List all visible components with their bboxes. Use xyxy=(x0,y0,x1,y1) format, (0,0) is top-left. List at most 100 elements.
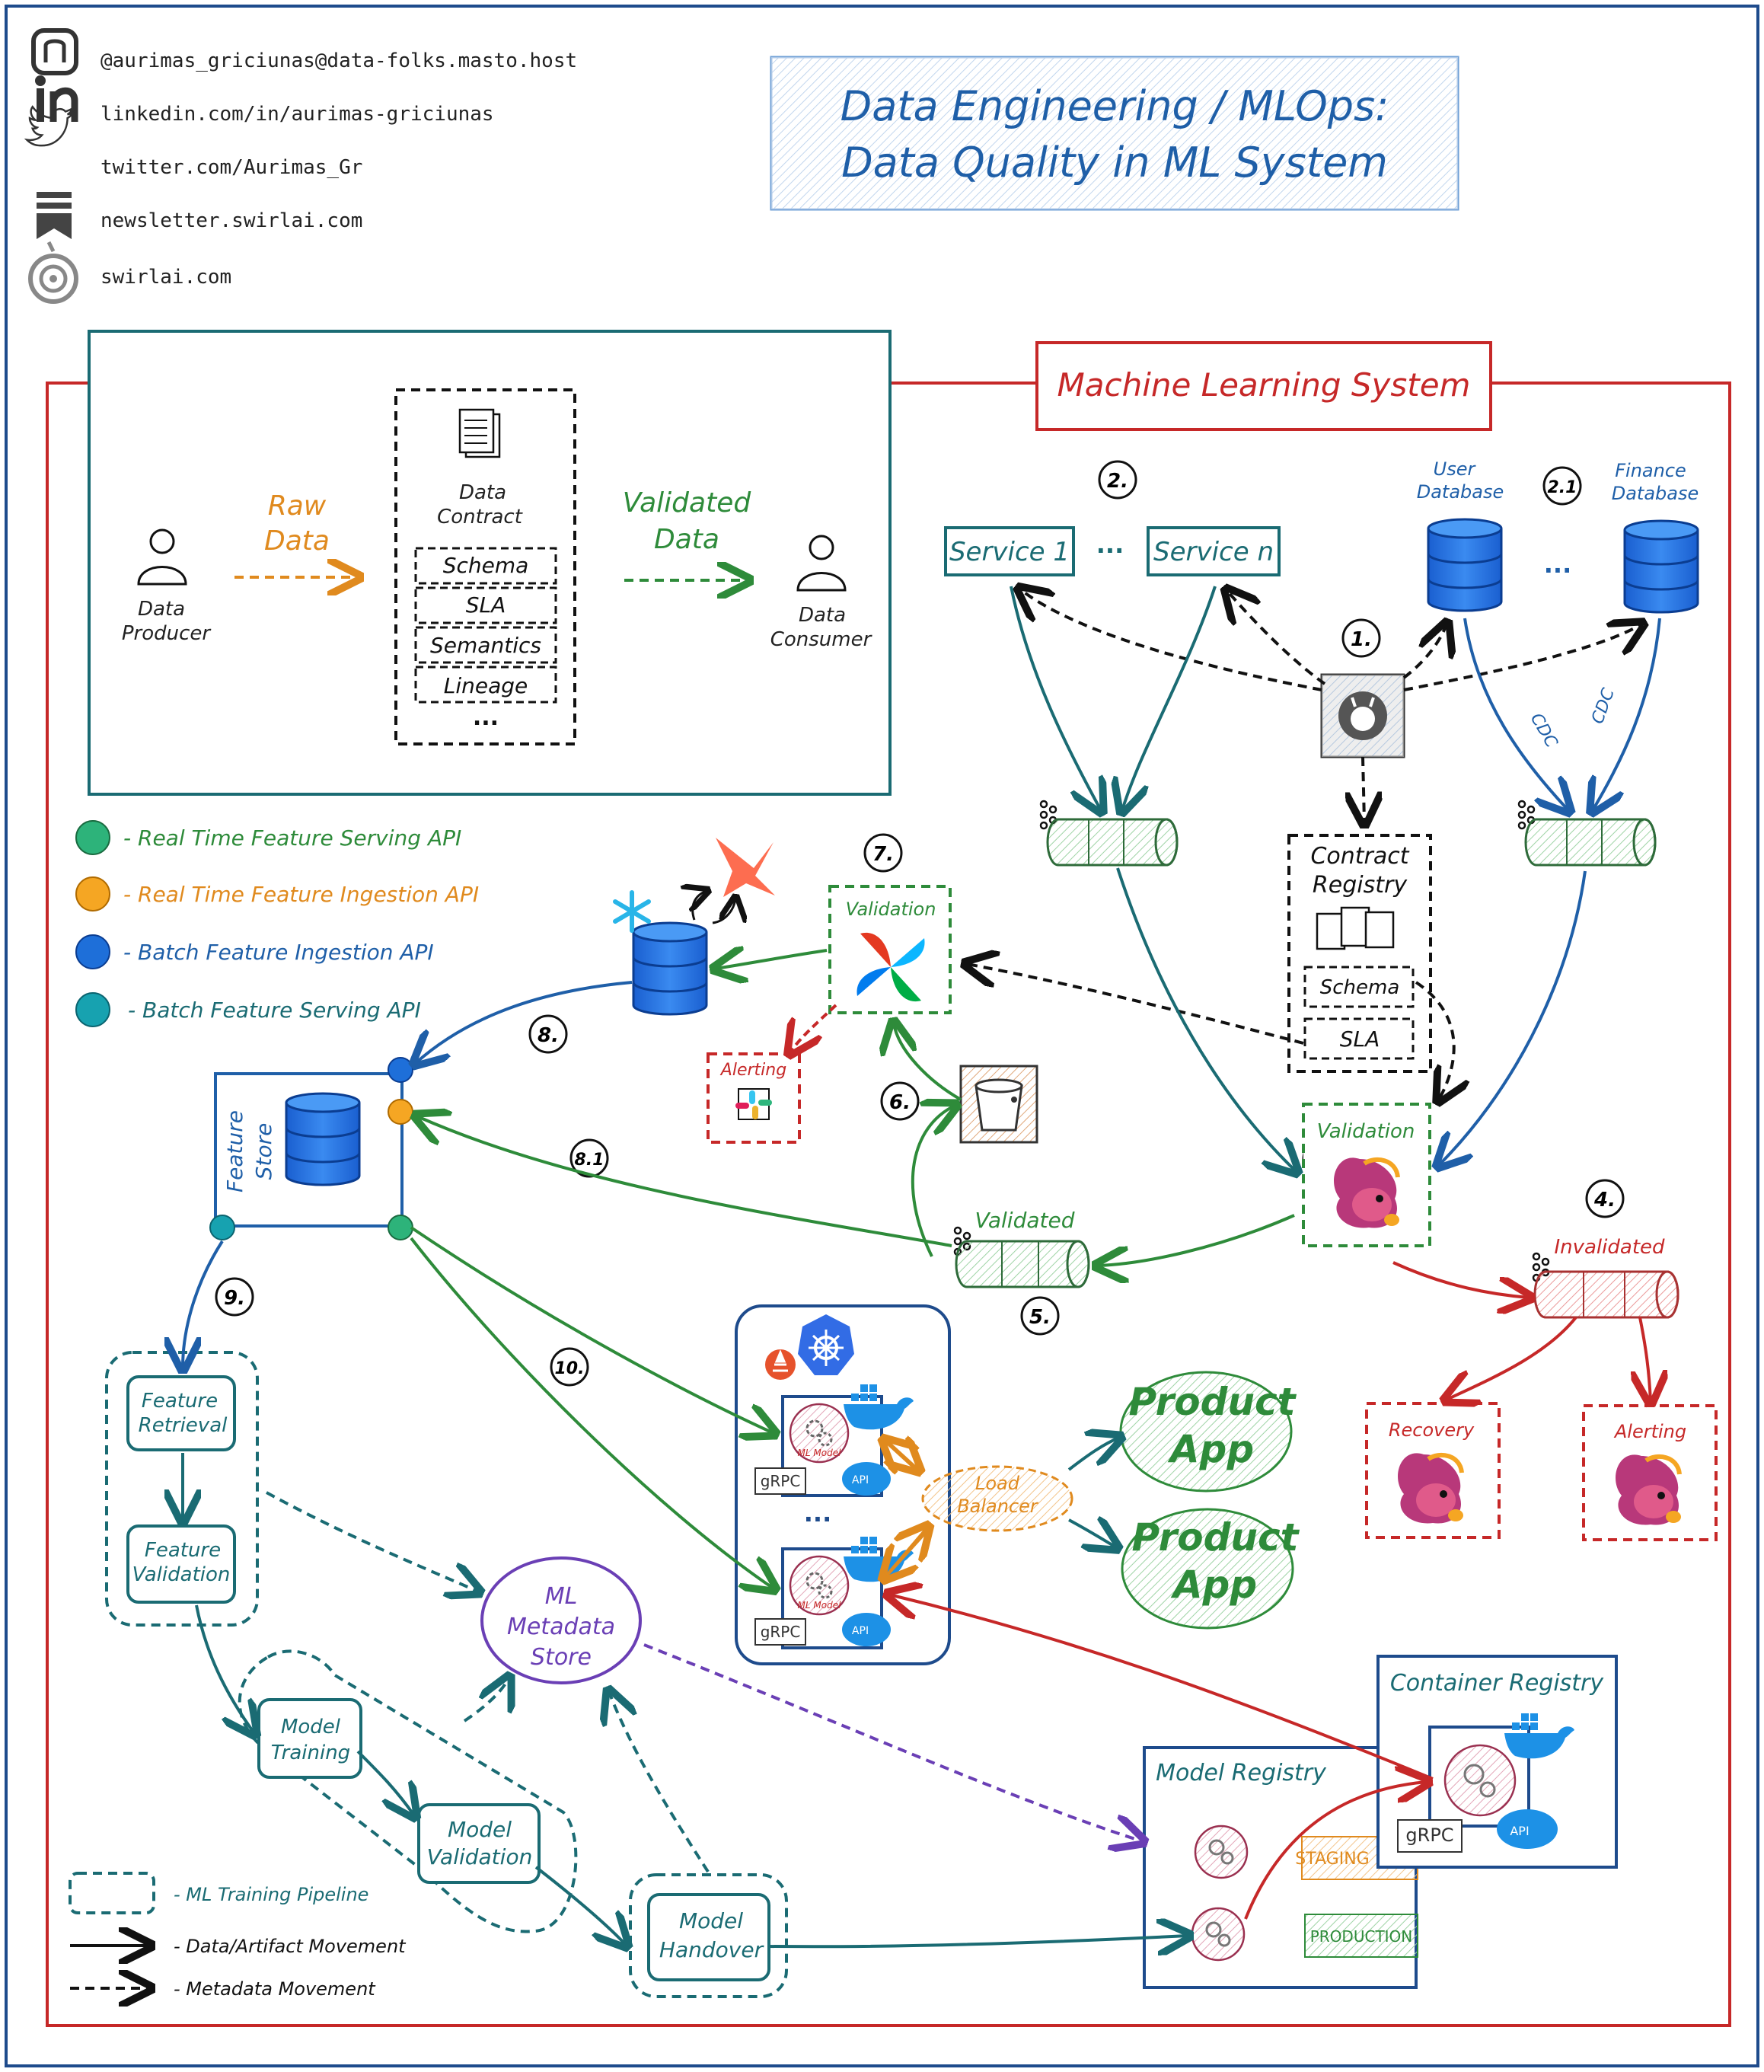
legend-dot-batch-ingestion xyxy=(75,934,110,969)
legend-meta-label: - Metadata Movement xyxy=(174,1978,376,2000)
contract-registry[interactable]: Contract Registry Schema SLA xyxy=(1287,834,1432,1073)
service-1-box[interactable] xyxy=(944,526,1075,576)
load-balancer-label-1: Load xyxy=(975,1473,1020,1494)
replica-ellipsis: ... xyxy=(804,1499,831,1528)
grpc-label-2: gRPC xyxy=(761,1623,801,1641)
legend-pipeline-swatch xyxy=(69,1872,155,1914)
validated-data-label-2: Data xyxy=(654,524,719,555)
feature-retrieval-box[interactable] xyxy=(126,1375,236,1451)
feature-validation-box[interactable] xyxy=(126,1524,236,1604)
legend-data-label: - Data/Artifact Movement xyxy=(174,1936,407,1957)
api-dot-rt-ingestion[interactable] xyxy=(388,1099,413,1125)
kafka-queue-invalidated[interactable]: Invalidated xyxy=(1532,1236,1679,1319)
ml-model-label-1: ML Model xyxy=(798,1448,842,1458)
model-handover-box[interactable] xyxy=(647,1893,770,1981)
social-mastodon-text[interactable]: @aurimas_griciunas@data-folks.masto.host xyxy=(100,49,577,72)
social-linkedin-text[interactable]: linkedin.com/in/aurimas-griciunas xyxy=(100,103,494,126)
feature-retrieval-label-2: Retrieval xyxy=(139,1414,228,1437)
data-contract-panel: Data Producer Raw Data Data Contract Sch… xyxy=(88,330,892,796)
step-8: 8. xyxy=(537,1024,559,1047)
feature-store-db-icon xyxy=(285,1092,361,1186)
api-dot-batch-serving[interactable] xyxy=(209,1215,235,1240)
ml-system-label: Machine Learning System xyxy=(1057,366,1471,404)
social-swirlai-text[interactable]: swirlai.com xyxy=(100,266,231,289)
api-legend: - Real Time Feature Serving API - Real T… xyxy=(75,820,479,1027)
ml-metadata-label-1: ML xyxy=(545,1583,578,1610)
data-contract-box xyxy=(394,388,576,745)
ml-model-label-2: ML Model xyxy=(798,1600,842,1611)
product-app-1-label-2: App xyxy=(1167,1427,1254,1471)
validation-flink[interactable]: Validation xyxy=(1302,1103,1431,1247)
mastodon-icon[interactable] xyxy=(31,28,78,75)
data-contract-label-1: Data xyxy=(459,481,506,504)
api-dot-batch-ingestion[interactable] xyxy=(388,1057,413,1083)
kafka-queue-cdc[interactable] xyxy=(1517,800,1657,867)
newsletter-icon[interactable] xyxy=(37,192,72,239)
bottom-legend: - ML Training Pipeline - Data/Artifact M… xyxy=(69,1872,407,2000)
container-model-icon xyxy=(1443,1744,1517,1817)
production-tag: PRODUCTION xyxy=(1310,1927,1413,1946)
load-balancer[interactable]: Load Balancer xyxy=(921,1465,1073,1532)
step-7: 7. xyxy=(872,843,894,866)
user-db-label-2: Database xyxy=(1417,481,1504,503)
ml-metadata-store[interactable]: ML Metadata Store xyxy=(480,1556,642,1684)
arrows xyxy=(183,586,1660,1946)
step-2: 2. xyxy=(1107,470,1128,493)
feature-store-label-1: Feature xyxy=(222,1110,247,1192)
field-semantics-box xyxy=(414,626,557,664)
feature-store-label-2: Store xyxy=(251,1123,276,1180)
data-consumer-label-1: Data xyxy=(799,604,846,627)
grpc-label-1: gRPC xyxy=(761,1472,801,1490)
legend-rt-serving: - Real Time Feature Serving API xyxy=(123,825,461,851)
field-semantics: Semantics xyxy=(430,633,541,658)
data-warehouse[interactable] xyxy=(613,838,775,1016)
api-dot-rt-serving[interactable] xyxy=(388,1215,413,1240)
user-database-icon[interactable] xyxy=(1427,518,1503,612)
dbt-icon xyxy=(716,838,775,897)
alerting-slack-label: Alerting xyxy=(719,1061,786,1080)
services: Service 1 ... Service n xyxy=(944,526,1281,576)
feature-store[interactable]: Feature Store xyxy=(209,1057,413,1240)
source-databases: User Database ... Finance Database xyxy=(1417,458,1699,614)
social-links: @aurimas_griciunas@data-folks.masto.host… xyxy=(24,28,577,304)
step-8-1: 8.1 xyxy=(575,1151,604,1170)
twitter-icon[interactable] xyxy=(24,105,76,147)
kafka-queue-services[interactable] xyxy=(1039,800,1179,867)
alerting-box-slack[interactable]: Alerting xyxy=(707,1052,801,1144)
raw-data-label-2: Data xyxy=(264,525,330,557)
model-registry[interactable]: Model Registry STAGING PRODUCTION xyxy=(1143,1746,1418,1989)
recovery-box[interactable]: Recovery xyxy=(1365,1402,1501,1539)
step-2-1: 2.1 xyxy=(1548,478,1577,497)
service-n-box[interactable] xyxy=(1147,526,1281,576)
container-api-label: API xyxy=(1510,1824,1529,1838)
alerting-box-flink[interactable]: Alerting xyxy=(1582,1404,1718,1541)
validation-airflow[interactable]: Validation xyxy=(828,885,952,1014)
container-grpc-label: gRPC xyxy=(1405,1825,1453,1846)
product-app-2-label-1: Product xyxy=(1131,1515,1300,1560)
step-5: 5. xyxy=(1029,1306,1051,1329)
swirlai-icon[interactable] xyxy=(28,241,78,304)
pipeline-group-2 xyxy=(238,1649,578,1933)
social-newsletter-text[interactable]: newsletter.swirlai.com xyxy=(100,209,362,232)
legend-batch-ingestion: - Batch Feature Ingestion API xyxy=(123,940,434,965)
feature-validation-label-2: Validation xyxy=(132,1563,231,1586)
model-replica-1[interactable]: ML Model gRPC API xyxy=(754,1384,914,1497)
product-app-1[interactable]: Product App xyxy=(1119,1371,1297,1493)
finance-database-icon[interactable] xyxy=(1623,519,1699,614)
model-validation-label-1: Model xyxy=(448,1817,512,1842)
model-training-box[interactable] xyxy=(257,1698,362,1779)
model-validation-box[interactable] xyxy=(417,1803,541,1884)
linkedin-icon[interactable] xyxy=(35,75,78,122)
product-app-2[interactable]: Product App xyxy=(1121,1508,1300,1630)
product-app-2-label-2: App xyxy=(1170,1563,1257,1607)
container-registry[interactable]: Container Registry gRPC API xyxy=(1376,1655,1618,1869)
ml-system-label-box: Machine Learning System xyxy=(1035,341,1492,431)
field-lineage-box xyxy=(414,666,557,704)
social-twitter-text[interactable]: twitter.com/Aurimas_Gr xyxy=(100,156,362,179)
registry-sla-box xyxy=(1303,1017,1415,1060)
model-registry-label: Model Registry xyxy=(1156,1760,1327,1786)
cdc-label-1: CDC xyxy=(1526,710,1561,752)
github-icon[interactable] xyxy=(1320,673,1405,758)
s3-bucket-icon[interactable] xyxy=(959,1065,1038,1144)
kafka-queue-validated[interactable]: Validated xyxy=(953,1208,1090,1288)
